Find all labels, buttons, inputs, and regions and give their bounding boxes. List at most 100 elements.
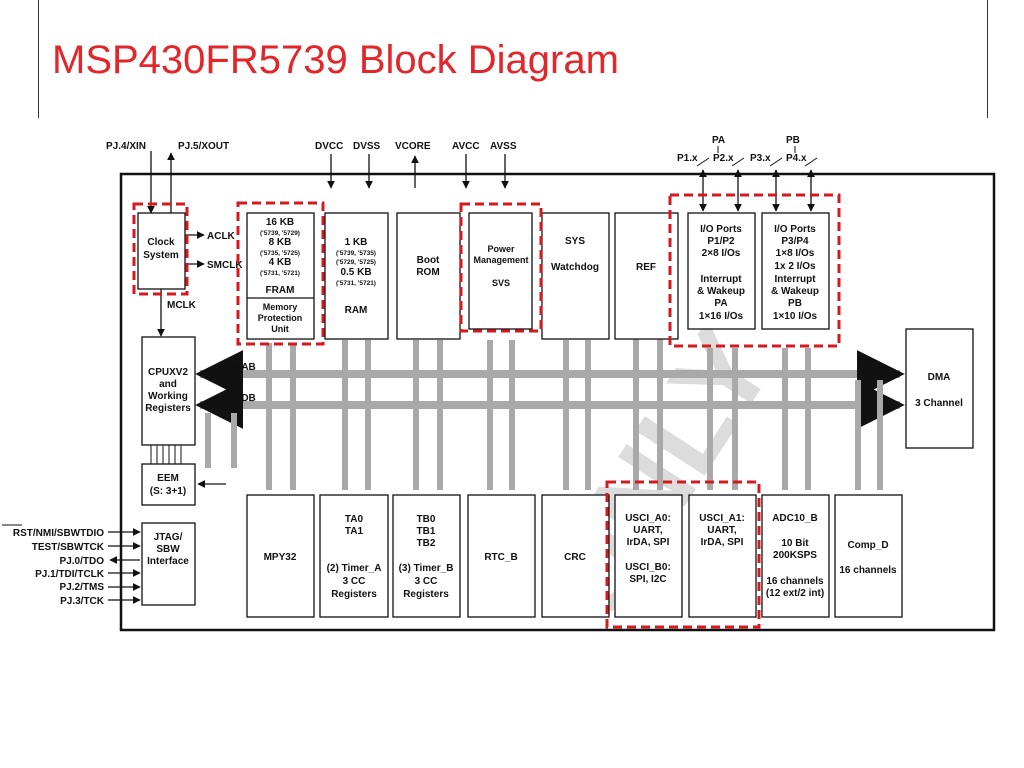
- svg-text:(12 ext/2 int): (12 ext/2 int): [766, 588, 824, 599]
- svg-text:USCI_B0:: USCI_B0:: [625, 562, 671, 573]
- svg-text:PA: PA: [714, 298, 727, 309]
- svg-text:4 KB: 4 KB: [269, 257, 292, 268]
- svg-text:16 KB: 16 KB: [266, 217, 294, 228]
- svg-text:16 channels: 16 channels: [766, 576, 824, 587]
- svg-text:Registers: Registers: [331, 589, 377, 600]
- svg-text:Registers: Registers: [145, 403, 191, 414]
- svg-text:Interface: Interface: [147, 556, 189, 567]
- cpu-block: CPUXV2 and Working Registers: [141, 336, 196, 446]
- svg-text:I/O Ports: I/O Ports: [774, 224, 816, 235]
- svg-text:1×16 I/Os: 1×16 I/Os: [699, 311, 744, 322]
- left-pin-arrows: [108, 528, 141, 604]
- svg-text:(S: 3+1): (S: 3+1): [150, 486, 186, 497]
- svg-text:Registers: Registers: [403, 589, 449, 600]
- svg-text:('5729, '5725): ('5729, '5725): [336, 259, 376, 266]
- signal-aclk: ACLK: [207, 231, 236, 242]
- svg-text:TB0: TB0: [417, 514, 436, 525]
- timer-b-block: TB0 TB1 TB2 (3) Timer_B 3 CC Registers: [392, 494, 461, 618]
- pin-pj5-xout: PJ.5/XOUT: [178, 141, 229, 152]
- mpu-label: Memory: [263, 302, 298, 312]
- svg-text:1x 2 I/Os: 1x 2 I/Os: [774, 261, 816, 272]
- pin-avss: AVSS: [490, 141, 517, 152]
- svg-text:& Wakeup: & Wakeup: [697, 286, 745, 297]
- power-management-block: Power Management SVS: [468, 212, 533, 330]
- signal-mdb: MDB: [233, 393, 256, 404]
- chip-border: [119, 172, 996, 632]
- block-diagram: ONLY PJ.4/XIN PJ.5/XOUT DVCC DVSS VCORE …: [2, 135, 996, 647]
- highlight-power: [459, 202, 543, 333]
- svg-text:3 CC: 3 CC: [343, 576, 366, 587]
- svg-text:3 CC: 3 CC: [415, 576, 438, 587]
- svg-text:& Wakeup: & Wakeup: [771, 286, 819, 297]
- crc-block: CRC: [541, 494, 610, 618]
- svg-text:Boot: Boot: [417, 255, 440, 266]
- svg-text:('5731, '5721): ('5731, '5721): [260, 270, 300, 277]
- svg-text:(3) Timer_B: (3) Timer_B: [399, 563, 454, 574]
- pin-pb: PB: [786, 135, 800, 146]
- svg-text:Interrupt: Interrupt: [700, 274, 742, 285]
- svg-text:10 Bit: 10 Bit: [781, 538, 809, 549]
- svg-text:REF: REF: [636, 262, 656, 273]
- svg-text:TB2: TB2: [417, 538, 436, 549]
- svg-text:JTAG/: JTAG/: [154, 532, 183, 543]
- highlight-usci: [605, 480, 761, 629]
- io-ports-p1-p2-block: I/O Ports P1/P2 2×8 I/Os Interrupt & Wak…: [687, 212, 756, 330]
- pin-pa: PA: [712, 135, 725, 146]
- svg-text:Interrupt: Interrupt: [774, 274, 816, 285]
- svg-text:(2) Timer_A: (2) Timer_A: [327, 563, 382, 574]
- svg-text:1×10 I/Os: 1×10 I/Os: [773, 311, 818, 322]
- svg-text:PB: PB: [788, 298, 802, 309]
- slide-title: MSP430FR5739 Block Diagram: [52, 38, 619, 82]
- svg-text:CRC: CRC: [564, 552, 586, 563]
- usci-a1-block: USCI_A1: UART, IrDA, SPI: [688, 494, 757, 618]
- pin-pj2: PJ.2/TMS: [60, 582, 105, 593]
- highlight-io: [668, 193, 841, 348]
- svg-text:2×8 I/Os: 2×8 I/Os: [702, 248, 741, 259]
- svg-text:1×8 I/Os: 1×8 I/Os: [776, 248, 815, 259]
- svg-text:('5739, '5729): ('5739, '5729): [260, 230, 300, 237]
- pin-pj1: PJ.1/TDI/TCLK: [35, 569, 105, 580]
- svg-text:RAM: RAM: [345, 305, 368, 316]
- svg-text:TA1: TA1: [345, 526, 364, 537]
- slide-frame: [38, 0, 988, 118]
- usci-a0-b0-block: USCI_A0: UART, IrDA, SPI USCI_B0: SPI, I…: [614, 494, 683, 618]
- svg-text:IrDA, SPI: IrDA, SPI: [701, 537, 744, 548]
- pin-p3x: P3.x: [750, 153, 771, 164]
- vertical-bus-links: [205, 338, 883, 490]
- svg-text:ADC10_B: ADC10_B: [772, 513, 818, 524]
- svg-text:Unit: Unit: [271, 324, 289, 334]
- svg-text:P3/P4: P3/P4: [781, 236, 809, 247]
- svg-text:TA0: TA0: [345, 514, 364, 525]
- svg-text:P1/P2: P1/P2: [707, 236, 735, 247]
- svg-text:UART,: UART,: [707, 525, 737, 536]
- svg-text:MPY32: MPY32: [264, 552, 297, 563]
- signal-mclk: MCLK: [167, 300, 197, 311]
- svg-text:System: System: [143, 250, 179, 261]
- svg-text:Protection: Protection: [258, 313, 303, 323]
- fram-block: 16 KB ('5739, '5729) 8 KB ('5735, '5725)…: [246, 212, 315, 340]
- dma-block: DMA 3 Channel: [905, 328, 974, 449]
- svg-text:and: and: [159, 379, 177, 390]
- clock-system-block: Clock System: [137, 212, 186, 290]
- svg-text:0.5 KB: 0.5 KB: [340, 267, 371, 278]
- mpy32-block: MPY32: [246, 494, 315, 618]
- signal-smclk: SMCLK: [207, 260, 243, 271]
- svg-text:TB1: TB1: [417, 526, 436, 537]
- svg-text:200KSPS: 200KSPS: [773, 550, 817, 561]
- jtag-block: JTAG/ SBW Interface: [141, 522, 196, 606]
- svg-text:RTC_B: RTC_B: [484, 552, 517, 563]
- svg-text:8 KB: 8 KB: [269, 237, 292, 248]
- sys-watchdog-block: SYS Watchdog: [541, 212, 610, 340]
- adc10-b-block: ADC10_B 10 Bit 200KSPS 16 channels (12 e…: [761, 494, 830, 618]
- svg-text:Watchdog: Watchdog: [551, 262, 599, 273]
- svg-text:('5735, '5725): ('5735, '5725): [260, 250, 300, 257]
- pin-pj3: PJ.3/TCK: [60, 596, 105, 607]
- left-pins: RST/NMI/SBWTDIO TEST/SBWTCK PJ.0/TDO PJ.…: [2, 524, 105, 607]
- eem-block: EEM (S: 3+1): [141, 463, 196, 506]
- timer-a-block: TA0 TA1 (2) Timer_A 3 CC Registers: [319, 494, 389, 618]
- pin-test: TEST/SBWTCK: [32, 542, 105, 553]
- svg-text:SPI, I2C: SPI, I2C: [629, 574, 666, 585]
- svg-text:Management: Management: [473, 255, 528, 265]
- rtc-b-block: RTC_B: [467, 494, 536, 618]
- svg-text:USCI_A0:: USCI_A0:: [625, 513, 671, 524]
